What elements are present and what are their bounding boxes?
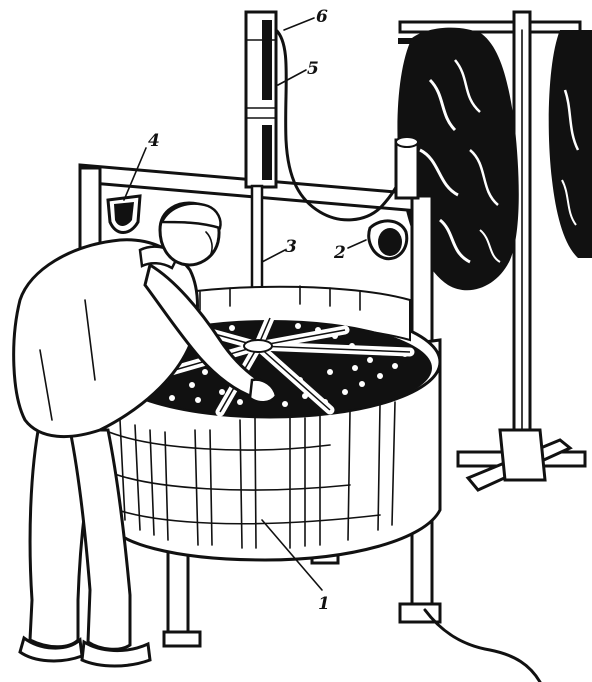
label-6: 6 [316,7,328,27]
label-4: 4 [148,131,160,151]
lamp-4 [108,196,140,233]
power-cable [425,610,540,682]
lamp-2 [369,221,407,259]
label-3: 3 [285,237,297,257]
label-2: 2 [333,243,346,263]
label-1: 1 [318,594,330,614]
motor [246,12,276,187]
cable-post [396,137,418,198]
label-5: 5 [307,59,319,79]
